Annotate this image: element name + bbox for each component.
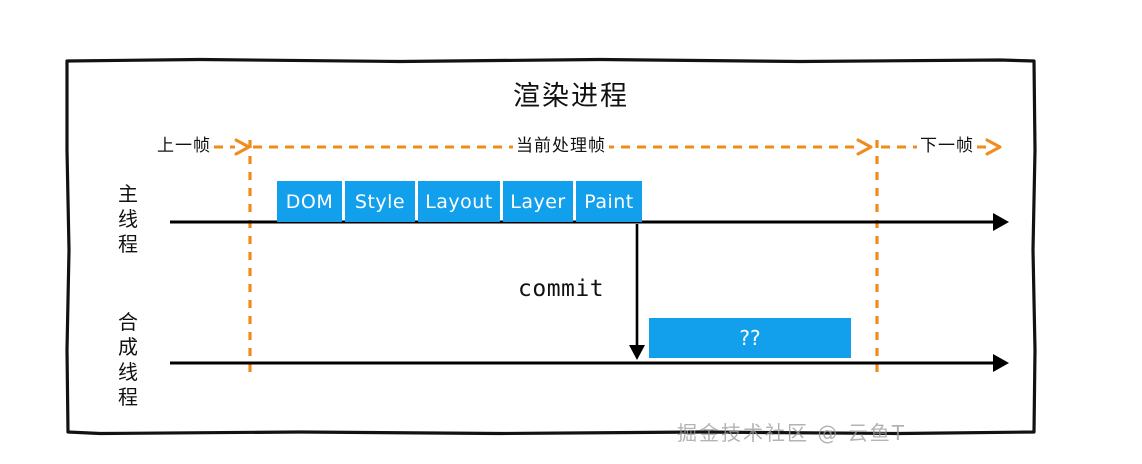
pipeline-stage-label: Layer xyxy=(510,190,566,213)
lane-label-char: 成 xyxy=(118,335,138,359)
pipeline-stage-label: DOM xyxy=(285,190,334,213)
pipeline-stage-layer: Layer xyxy=(503,181,573,222)
pipeline-stage-dom: DOM xyxy=(277,181,342,222)
lane-label-compositor-thread: 合成线程 xyxy=(113,310,143,410)
renderer-process-border xyxy=(65,57,1037,436)
frame-label-next: 下一帧 xyxy=(917,131,977,156)
compositor-task-label: ?? xyxy=(739,326,761,350)
page-title: 渲染进程 xyxy=(513,81,629,112)
lane-label-char: 程 xyxy=(118,232,138,256)
commit-arrow-head xyxy=(629,345,645,360)
pipeline-stage-label: Paint xyxy=(584,190,634,213)
pipeline-stage-style: Style xyxy=(345,181,415,222)
main-thread-pipeline: DOM Style Layout Layer Paint xyxy=(277,181,642,222)
pipeline-stage-label: Style xyxy=(354,190,406,213)
frame-marker-arrow-current xyxy=(856,138,873,156)
frame-label-current: 当前处理帧 xyxy=(513,131,609,156)
lane-label-char: 线 xyxy=(118,360,138,384)
compositor-thread-axis-arrowhead xyxy=(993,354,1009,372)
frame-marker-arrow-previous xyxy=(234,138,251,156)
compositor-task-block: ?? xyxy=(649,318,851,358)
commit-label: commit xyxy=(518,276,605,302)
lane-label-main-thread: 主线程 xyxy=(113,182,143,257)
pipeline-stage-layout: Layout xyxy=(418,181,500,222)
lane-label-char: 程 xyxy=(118,385,138,409)
main-thread-axis-arrowhead xyxy=(993,213,1009,231)
lane-label-char: 合 xyxy=(118,310,138,334)
lane-label-char: 主 xyxy=(118,182,138,206)
frame-marker-arrow-next xyxy=(985,138,1002,156)
watermark: 掘金技术社区 @ 云鱼T xyxy=(677,421,906,445)
pipeline-stage-paint: Paint xyxy=(576,181,642,222)
frame-label-previous: 上一帧 xyxy=(154,131,214,156)
pipeline-stage-label: Layout xyxy=(425,190,493,213)
lane-label-char: 线 xyxy=(118,207,138,231)
